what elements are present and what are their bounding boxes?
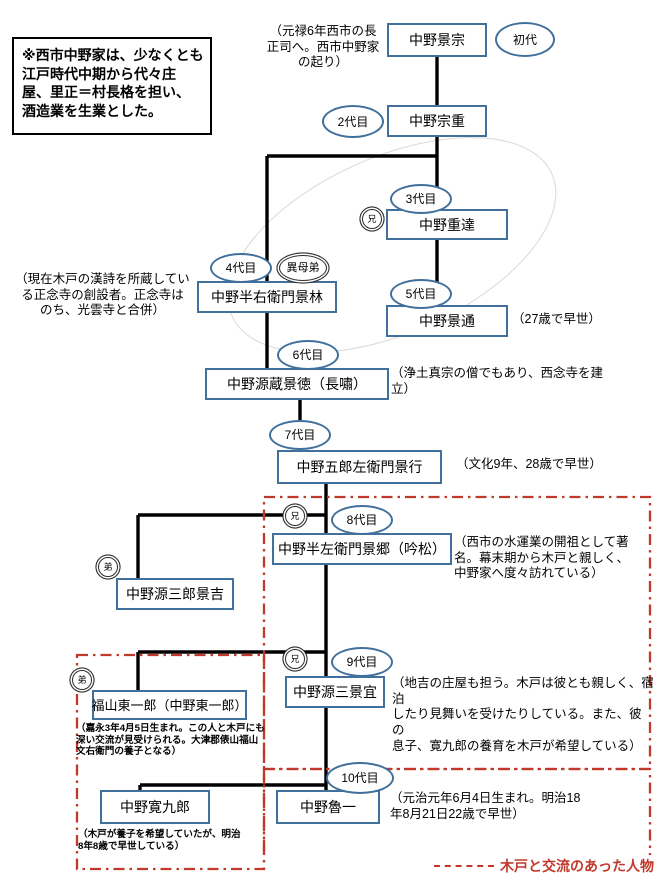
note-hanzaemon-kagesato: （西市の水運業の開祖として著 名。幕末期から木戸と親しく、 中野家へ度々訪れてい… (454, 535, 630, 581)
person-box-shigetatsu[interactable]: 中野重達 (386, 209, 508, 240)
note-kankuro: （木戸が養子を希望していたが、明治 8年8歳で早世している） (78, 829, 241, 852)
note-genzo-kagenori: （浄土真宗の僧でもあり、西念寺を建 立） (391, 366, 604, 396)
sibling-badge-fukuyama-toichiro: 弟 (72, 670, 92, 690)
generation-badge-kagemune: 初代 (495, 22, 555, 57)
person-box-kagemichi[interactable]: 中野景通 (386, 305, 508, 337)
generation-badge-genzo-kagenobu: 9代目 (331, 647, 393, 677)
note-hanemon-kagebayashi: （現在木戸の漢詩を所蔵してい る正念寺の創設者。正念寺は のち、光雲寺と合併） (15, 272, 190, 318)
sibling-badge-hanemon-kagebayashi: 異母弟 (279, 255, 327, 281)
sibling-badge-shigetatsu: 兄 (362, 209, 382, 229)
generation-badge-goroemon-kageyuki: 7代目 (269, 420, 331, 450)
sibling-badge-genzo-kagenobu: 兄 (285, 649, 305, 669)
generation-badge-hanemon-kagebayashi: 4代目 (210, 253, 272, 283)
note-kagemune: （元禄6年西市の長 正司へ。西市中野家 の起り） (266, 24, 380, 70)
person-box-fukuyama-toichiro[interactable]: 福山東一郎（中野東一郎） (92, 690, 248, 720)
decorative-ellipse (227, 137, 557, 353)
generation-badge-roichi: 10代目 (326, 762, 394, 794)
person-box-genzo-kagenobu[interactable]: 中野源三景宜 (285, 676, 385, 708)
legend-line-swatch-icon (434, 865, 494, 867)
person-box-hanzaemon-kagesato[interactable]: 中野半左衛門景郷（吟松） (272, 533, 452, 565)
sibling-badge-genzaburo-kageyoshi: 弟 (98, 557, 118, 577)
generation-badge-kagemichi: 5代目 (390, 279, 452, 309)
generation-badge-hanzaemon-kagesato: 8代目 (331, 505, 393, 535)
person-box-hanemon-kagebayashi[interactable]: 中野半右衛門景林 (197, 281, 337, 313)
note-fukuyama-toichiro: （嘉永3年4月5日生まれ。この人と木戸にも 深い交流が見受けられる。大津郡俵山福… (76, 723, 265, 758)
person-box-genzaburo-kageyoshi[interactable]: 中野源三郎景吉 (116, 578, 234, 610)
person-box-kankuro[interactable]: 中野寛九郎 (100, 790, 210, 824)
person-box-muneshige[interactable]: 中野宗重 (387, 105, 487, 137)
note-kagemichi: （27歳で早世） (512, 312, 601, 326)
person-box-kagemune[interactable]: 中野景宗 (387, 23, 487, 57)
note-roichi: （元治元年6月4日生まれ。明治18 年8月21日22歳で早世） (390, 791, 581, 821)
generation-badge-muneshige: 2代目 (322, 105, 384, 138)
person-box-goroemon-kageyuki[interactable]: 中野五郎左衛門景行 (277, 450, 442, 484)
generation-badge-genzo-kagenori: 6代目 (277, 340, 339, 370)
memo-box: ※西市中野家は、少なくとも 江戸時代中期から代々庄 屋、里正＝村長格を担い、 酒… (12, 37, 212, 135)
person-box-genzo-kagenori[interactable]: 中野源蔵景徳（長嘯） (205, 368, 389, 400)
note-genzo-kagenobu: （地吉の庄屋も担う。木戸は彼とも親しく、宿泊 したり見舞いを受けたりしている。ま… (392, 676, 654, 753)
legend-label: 木戸と交流のあった人物 (500, 858, 654, 874)
person-box-roichi[interactable]: 中野魯一 (276, 790, 380, 824)
legend: 木戸と交流のあった人物 (434, 856, 654, 876)
note-goroemon-kageyuki: （文化9年、28歳で早世） (456, 457, 602, 471)
generation-badge-shigetatsu: 3代目 (390, 184, 452, 214)
sibling-badge-hanzaemon-kagesato: 兄 (285, 506, 305, 526)
